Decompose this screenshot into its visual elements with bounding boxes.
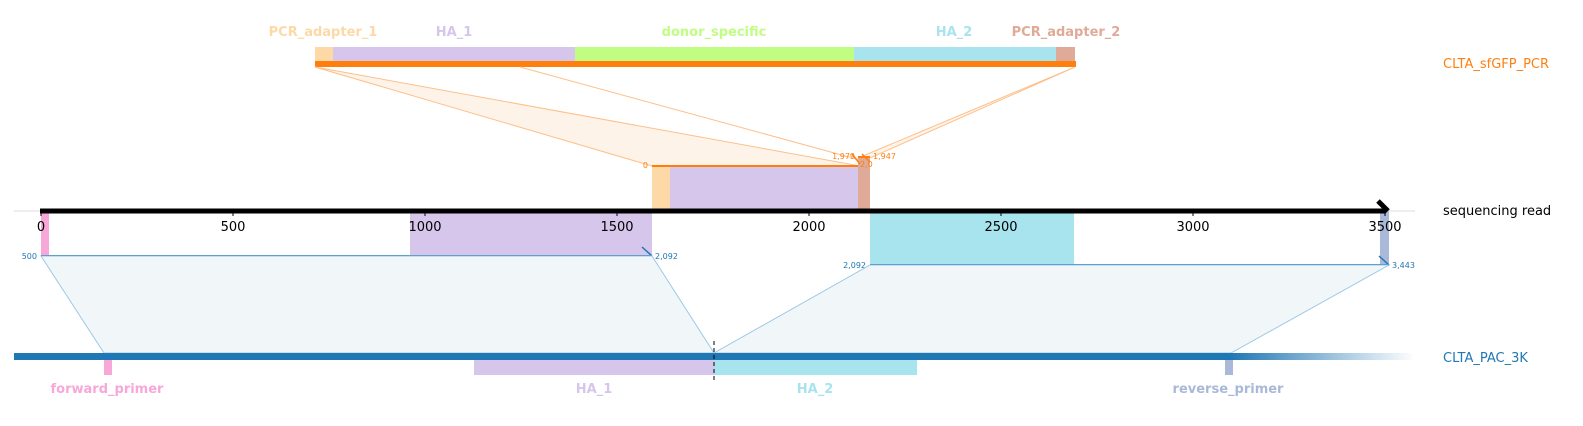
ref-feature-reverse-primer <box>1225 356 1233 375</box>
ref-track: forward_primer HA_1 HA_2 reverse_primer … <box>14 341 1528 397</box>
mapped-ref-arrow-right <box>1378 255 1390 266</box>
ref-label-ha-1: HA_1 <box>576 382 613 397</box>
pcr-track: PCR_adapter_1 HA_1 donor_specific HA_2 P… <box>269 25 1549 72</box>
pcr-label-pcr-adapter-2: PCR_adapter_2 <box>1012 25 1121 40</box>
read-arrow-head <box>1376 199 1390 213</box>
ref-backbone-fade <box>1230 353 1415 360</box>
mapped-reverse-primer <box>1380 211 1389 265</box>
ref-coord-left-start: 500 <box>22 252 37 261</box>
pcr-backbone-line <box>315 61 1076 67</box>
tick-label: 500 <box>221 220 246 235</box>
ref-feature-ha-1 <box>474 356 714 375</box>
ref-track-label: CLTA_PAC_3K <box>1443 351 1528 366</box>
pcr-coord-left: 0 <box>643 161 648 170</box>
pcr-label-donor-specific: donor_specific <box>662 25 767 40</box>
mapped-ha-1 <box>670 166 858 211</box>
ref-coord-right-start: 2,092 <box>843 261 866 270</box>
pcr-label-ha-2: HA_2 <box>936 25 973 40</box>
ref-projection-area-left <box>40 255 715 354</box>
pcr-coord-mid-a: 1,979 <box>832 152 855 161</box>
pcr-mapped-segment: 0 1,979 1,947 2,0 <box>643 152 896 211</box>
ref-projection-area-right <box>712 264 1391 354</box>
pcr-track-label: CLTA_sfGFP_PCR <box>1443 57 1549 72</box>
pcr-label-ha-1: HA_1 <box>436 25 473 40</box>
read-track: 0 500 1000 1500 2000 2500 3000 3500 sequ… <box>14 199 1551 235</box>
tick-label: 1500 <box>600 220 633 235</box>
ref-feature-ha-2 <box>714 356 917 375</box>
ref-projection <box>40 255 1391 354</box>
mapped-pcr-adapter-1 <box>652 166 670 211</box>
ref-label-forward-primer: forward_primer <box>51 382 165 397</box>
mapped-ref-ha-2 <box>870 211 1074 265</box>
read-axis-ticks: 0 500 1000 1500 2000 2500 3000 3500 <box>37 211 1402 235</box>
pcr-feature-ha-2 <box>854 47 1056 63</box>
pcr-projection-area <box>314 66 861 167</box>
pcr-projection <box>314 66 1076 167</box>
pcr-feature-donor-specific <box>575 47 854 63</box>
mapped-pcr-adapter-2 <box>858 157 870 211</box>
tick-label: 2000 <box>792 220 825 235</box>
pcr-coord-mid-b: 1,947 <box>873 152 896 161</box>
read-track-label: sequencing read <box>1443 204 1551 219</box>
pcr-coord-mid-c: 2,0 <box>860 160 873 169</box>
tick-label: 3500 <box>1368 220 1401 235</box>
pcr-projection-area-right <box>857 66 1076 159</box>
pcr-feature-pcr-adapter-2 <box>1056 47 1075 63</box>
ref-mapped-segments: 500 2,092 2,092 3,443 <box>22 211 1415 270</box>
ref-backbone-line <box>14 353 1230 360</box>
pcr-feature-ha-1 <box>333 47 575 63</box>
pcr-projection-line <box>519 66 861 161</box>
mapped-ref-arrow-left <box>641 246 653 257</box>
tick-label: 1000 <box>408 220 441 235</box>
tick-label: 0 <box>37 220 45 235</box>
pcr-label-pcr-adapter-1: PCR_adapter_1 <box>269 25 378 40</box>
ref-label-ha-2: HA_2 <box>797 382 834 397</box>
ref-label-reverse-primer: reverse_primer <box>1173 382 1285 397</box>
mapped-ref-ha-1 <box>410 211 652 256</box>
mapped-pcr-arrow-a <box>851 153 861 165</box>
ref-feature-forward-primer <box>104 356 112 375</box>
mapped-pcr-arrow-b <box>861 153 871 163</box>
ref-coord-left-end: 2,092 <box>655 252 678 261</box>
tick-label: 3000 <box>1176 220 1209 235</box>
tick-label: 2500 <box>984 220 1017 235</box>
pcr-feature-pcr-adapter-1 <box>315 47 333 63</box>
mapped-forward-primer <box>41 211 49 256</box>
ref-coord-right-end: 3,443 <box>1392 261 1415 270</box>
